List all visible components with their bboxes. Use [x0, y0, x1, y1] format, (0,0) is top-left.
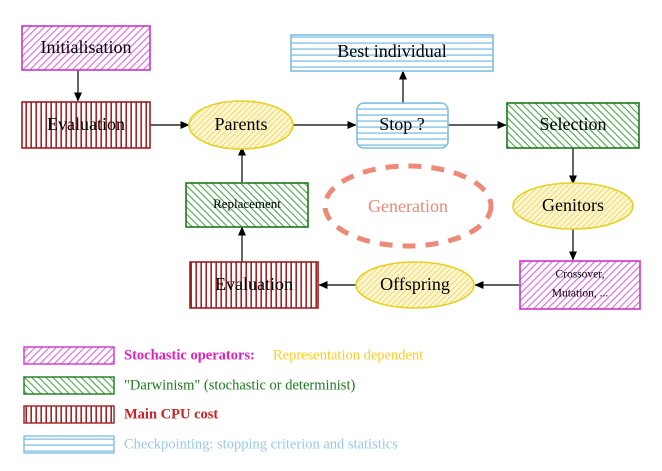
legend-swatch-blue-horizontal: [23, 435, 115, 454]
node-evaluation-bottom[interactable]: Evaluation: [189, 261, 319, 309]
node-stop-label: Stop ?: [379, 114, 425, 134]
node-offspring-label: Offspring: [380, 274, 450, 294]
node-offspring[interactable]: Offspring: [355, 261, 475, 309]
node-parents-label: Parents: [215, 114, 268, 134]
legend-row-stochastic-operators: Stochastic operators: Representation dep…: [23, 346, 423, 365]
node-selection[interactable]: Selection: [506, 102, 640, 149]
legend-label-stochastic-operators: Stochastic operators:: [124, 347, 255, 363]
node-evaluation-bottom-label: Evaluation: [215, 274, 293, 294]
node-generation-annotation: Generation: [322, 163, 494, 249]
legend-row-darwinism: "Darwinism" (stochastic or determinist): [23, 376, 355, 395]
node-evaluation-top[interactable]: Evaluation: [21, 101, 151, 149]
legend: Stochastic operators: Representation dep…: [23, 346, 423, 454]
node-crossover-mutation[interactable]: Crossover, Mutation, ...: [519, 260, 641, 310]
node-parents[interactable]: Parents: [188, 100, 294, 150]
legend-row-main-cpu-cost: Main CPU cost: [23, 405, 218, 424]
node-crossover-mutation-label-line1: Crossover,: [555, 269, 604, 281]
node-selection-label: Selection: [540, 114, 607, 134]
legend-row-checkpointing: Checkpointing: stopping criterion and st…: [23, 435, 398, 454]
node-evaluation-top-label: Evaluation: [47, 114, 125, 134]
node-initialisation[interactable]: Initialisation: [21, 25, 151, 71]
node-crossover-mutation-label-line2: Mutation, ...: [552, 288, 609, 300]
legend-swatch-red-vertical: [23, 405, 115, 424]
node-genitors[interactable]: Genitors: [512, 182, 634, 230]
legend-swatch-magenta-diagonal: [23, 346, 115, 365]
node-best-individual[interactable]: Best individual: [290, 34, 494, 72]
node-genitors-label: Genitors: [542, 195, 604, 215]
legend-label-representation-dependent: Representation dependent: [273, 347, 423, 363]
node-best-individual-label: Best individual: [337, 41, 447, 61]
edges-layer: [74, 70, 577, 289]
node-replacement[interactable]: Replacement: [185, 182, 309, 228]
legend-label-main-cpu-cost: Main CPU cost: [124, 406, 218, 422]
legend-swatch-green-diagonal: [23, 376, 115, 395]
legend-label-darwinism: "Darwinism" (stochastic or determinist): [124, 377, 355, 393]
node-replacement-label: Replacement: [213, 196, 281, 211]
legend-label-checkpointing: Checkpointing: stopping criterion and st…: [124, 436, 398, 452]
node-stop[interactable]: Stop ?: [356, 102, 449, 149]
node-generation-label: Generation: [368, 196, 448, 216]
node-initialisation-label: Initialisation: [41, 37, 132, 57]
